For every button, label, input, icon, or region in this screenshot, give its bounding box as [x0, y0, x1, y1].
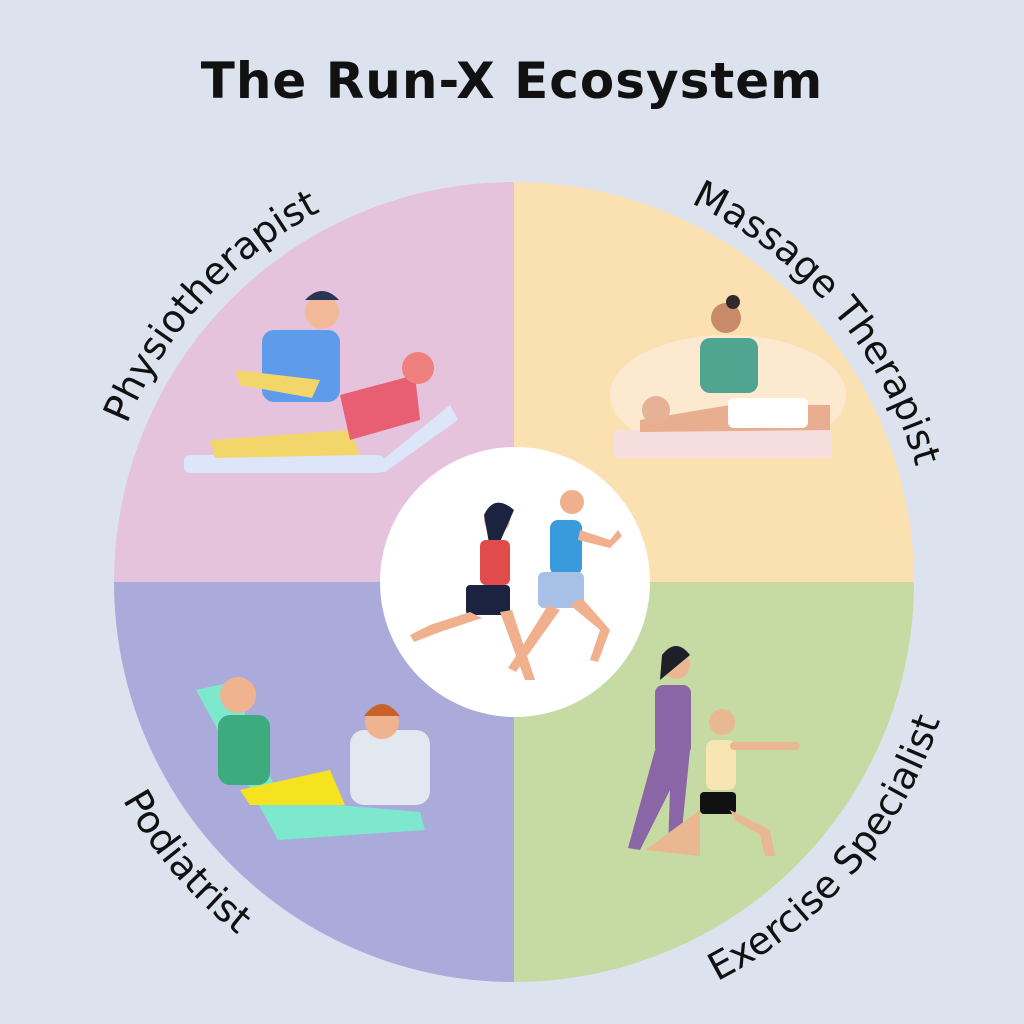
diagram-title: The Run-X Ecosystem — [200, 52, 824, 110]
exercise-specialist-illustration — [628, 646, 800, 856]
massage-therapist-illustration — [610, 295, 846, 458]
physiotherapist-illustration — [184, 291, 458, 473]
podiatrist-illustration — [196, 677, 430, 840]
center-circle — [380, 447, 650, 717]
runners-illustration — [410, 490, 622, 680]
